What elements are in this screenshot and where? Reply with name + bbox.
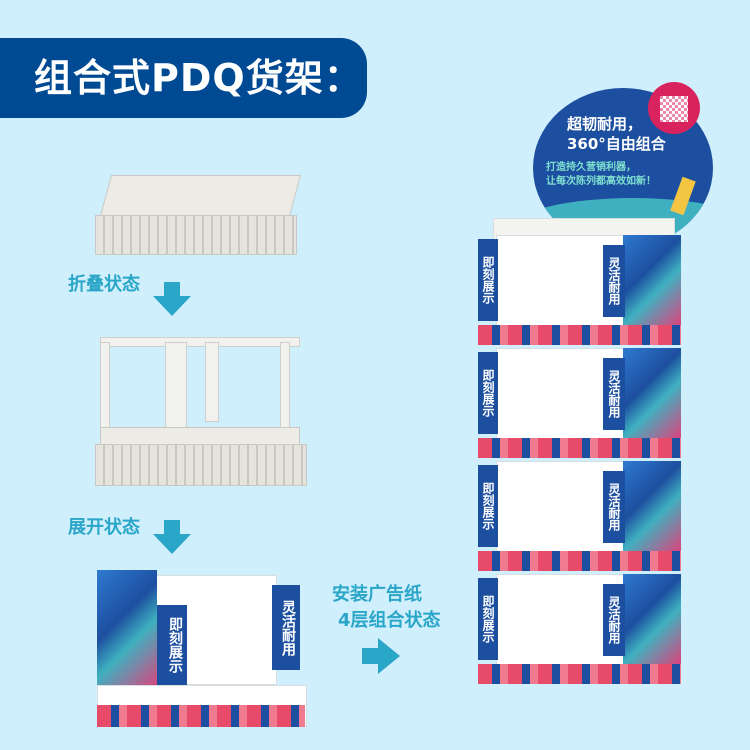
sign-line1: 超韧耐用， [567, 115, 643, 133]
page-title: 组合式PDQ货架： [0, 38, 367, 118]
sign-line2: 360°自由组合 [567, 135, 666, 153]
panel-text-left: 即刻展示 [478, 239, 498, 321]
shelf-tier: 即刻展示 灵活耐用 [478, 461, 690, 574]
panel-text-left: 即刻展示 [478, 578, 498, 660]
panel-text-left: 即刻展示 [157, 605, 187, 685]
step-label-folded: 折叠状态 [68, 274, 140, 295]
shelf-tier: 即刻展示 灵活耐用 [478, 235, 690, 348]
unfolded-frame-image [95, 332, 307, 490]
panel-text-right: 灵活耐用 [603, 471, 625, 543]
shelf-tier: 即刻展示 灵活耐用 [478, 348, 690, 461]
single-shelf-image: 即刻展示 灵活耐用 [97, 565, 307, 730]
qr-code-badge [648, 82, 700, 134]
panel-text-right: 灵活耐用 [272, 585, 300, 670]
sign-line4: 让每次陈列都高效如新！ [546, 176, 656, 187]
assembly-label-line1: 安装广告纸 [332, 584, 422, 605]
panel-text-left: 即刻展示 [478, 352, 498, 434]
arrow-down-icon [164, 520, 180, 534]
step-label-unfolded: 展开状态 [68, 517, 140, 538]
arrow-right-icon [362, 648, 378, 664]
sign-line3: 打造持久营销利器， [546, 162, 636, 173]
assembly-label-line2: 4层组合状态 [338, 610, 441, 631]
panel-text-right: 灵活耐用 [603, 584, 625, 656]
panel-text-left: 即刻展示 [478, 465, 498, 547]
arrow-down-icon [164, 282, 180, 296]
panel-text-right: 灵活耐用 [603, 358, 625, 430]
shelf-tier: 即刻展示 灵活耐用 [478, 574, 690, 687]
folded-tray-image [95, 175, 302, 265]
panel-text-right: 灵活耐用 [603, 245, 625, 317]
